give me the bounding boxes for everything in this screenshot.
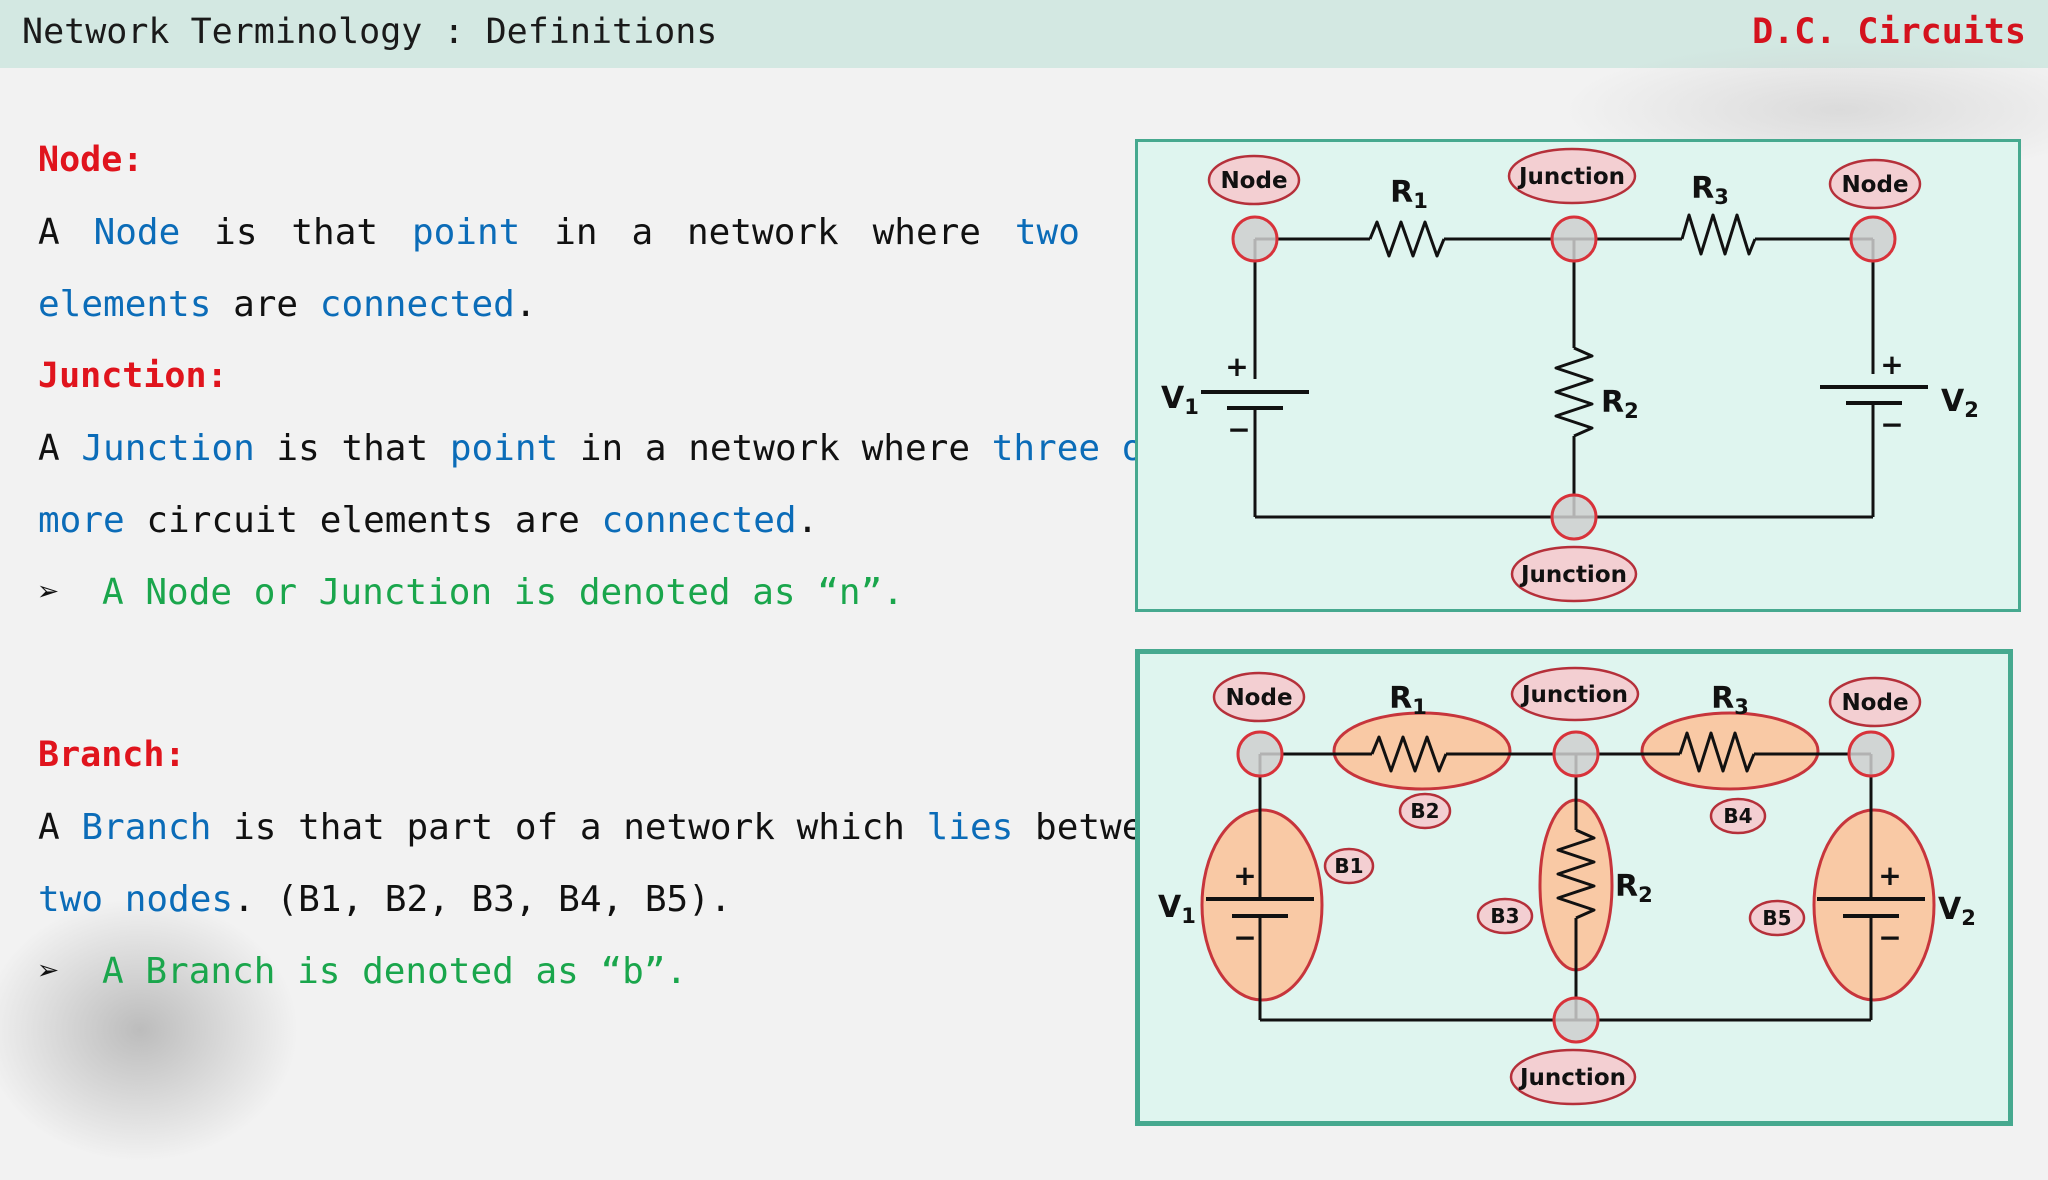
keyword: connected bbox=[319, 284, 515, 325]
branch-note: ➢ A Branch is denoted as “b”. bbox=[38, 951, 687, 992]
junction-definition-line-2: more circuit elements are connected. bbox=[38, 500, 818, 541]
node-label: Node bbox=[1220, 168, 1287, 194]
resistor-r1-label: R1 bbox=[1389, 681, 1427, 719]
branch-b1-label: B1 bbox=[1334, 854, 1363, 878]
text: are bbox=[211, 284, 320, 325]
resistor-r1-label: R1 bbox=[1390, 175, 1428, 213]
text: is that bbox=[254, 428, 450, 469]
branch-b1-highlight bbox=[1200, 808, 1324, 1002]
circuit-diagram-1: Node Junction Node Junction R1 R3 R2 V1 … bbox=[1161, 147, 1979, 603]
keyword: three or bbox=[991, 428, 1166, 469]
junction-marker bbox=[1552, 996, 1600, 1044]
source-v1-label: V1 bbox=[1158, 890, 1196, 928]
minus-sign: − bbox=[1233, 921, 1256, 954]
keyword: point bbox=[411, 212, 521, 253]
node-note: ➢ A Node or Junction is denoted as “n”. bbox=[38, 572, 904, 613]
page-title: Network Terminology : Definitions bbox=[22, 12, 718, 52]
node-label: Node bbox=[1225, 685, 1292, 711]
resistor-r3-label: R3 bbox=[1691, 171, 1729, 209]
plus-sign: + bbox=[1880, 348, 1903, 381]
junction-label: Junction bbox=[1518, 1065, 1626, 1091]
node-label: Node bbox=[1841, 690, 1908, 716]
source-v1-label: V1 bbox=[1161, 381, 1199, 419]
node-definition-line-1: A Node is that point in a network where … bbox=[38, 212, 1080, 253]
resistor-r2-label: R2 bbox=[1615, 869, 1653, 907]
keyword: two bbox=[1014, 212, 1080, 253]
source-v2-label: V2 bbox=[1941, 384, 1979, 422]
keyword: Junction bbox=[81, 428, 255, 469]
branch-heading: Branch: bbox=[38, 735, 186, 775]
junction-heading: Junction: bbox=[38, 356, 228, 396]
node-junction-diagram: Node Junction Node Junction R1 R3 R2 V1 … bbox=[1135, 139, 2021, 612]
text: is that part of a network which bbox=[211, 807, 927, 848]
word: A bbox=[38, 212, 60, 253]
source-v2-label: V2 bbox=[1938, 892, 1976, 930]
note-text: A Branch is denoted as “b”. bbox=[102, 951, 688, 992]
minus-sign: − bbox=[1880, 408, 1903, 441]
resistor-r2-label: R2 bbox=[1601, 385, 1639, 423]
plus-sign: + bbox=[1233, 859, 1256, 892]
keyword: lies bbox=[926, 807, 1014, 848]
plus-sign: + bbox=[1878, 859, 1901, 892]
node-definition-line-2: elements are connected. bbox=[38, 284, 537, 325]
branch-b5-highlight bbox=[1812, 808, 1936, 1002]
word: in bbox=[554, 212, 598, 253]
word: network bbox=[687, 212, 839, 253]
node-marker bbox=[1847, 730, 1895, 778]
text: A bbox=[38, 807, 82, 848]
plus-sign: + bbox=[1225, 350, 1248, 383]
node-marker bbox=[1849, 215, 1897, 263]
junction-label: Junction bbox=[1520, 682, 1628, 708]
keyword: Node bbox=[93, 212, 181, 253]
node-marker bbox=[1236, 730, 1284, 778]
word: that bbox=[291, 212, 379, 253]
branch-b2-label: B2 bbox=[1410, 799, 1439, 823]
keyword: two nodes bbox=[38, 879, 234, 920]
minus-sign: − bbox=[1227, 413, 1250, 446]
junction-marker bbox=[1550, 215, 1598, 263]
text: in a network where bbox=[558, 428, 992, 469]
branch-b3-label: B3 bbox=[1490, 904, 1519, 928]
junction-marker bbox=[1550, 493, 1598, 541]
keyword: more bbox=[38, 500, 125, 541]
node-label: Node bbox=[1841, 172, 1908, 198]
branch-definition-line-1: A Branch is that part of a network which… bbox=[38, 807, 1187, 848]
junction-label: Junction bbox=[1517, 164, 1625, 190]
word: a bbox=[631, 212, 654, 253]
circuit-diagram-2: Node Junction Node Junction B1 B2 B3 B4 … bbox=[1158, 666, 1976, 1106]
node-marker bbox=[1231, 215, 1279, 263]
background-smudge bbox=[0, 880, 320, 1180]
text: circuit elements are bbox=[124, 500, 602, 541]
text: . (B1, B2, B3, B4, B5). bbox=[233, 879, 732, 920]
keyword: elements bbox=[38, 284, 212, 325]
header-bar: Network Terminology : Definitions D.C. C… bbox=[0, 0, 2048, 68]
junction-definition-line-1: A Junction is that point in a network wh… bbox=[38, 428, 1165, 469]
word: is bbox=[214, 212, 258, 253]
resistor-r3-label: R3 bbox=[1711, 681, 1749, 719]
branch-definition-line-2: two nodes. (B1, B2, B3, B4, B5). bbox=[38, 879, 732, 920]
keyword: connected bbox=[601, 500, 797, 541]
arrow-bullet-icon: ➢ bbox=[38, 572, 60, 613]
word: where bbox=[872, 212, 981, 253]
branch-diagram: Node Junction Node Junction B1 B2 B3 B4 … bbox=[1135, 649, 2013, 1126]
text: A bbox=[38, 428, 82, 469]
branch-b5-label: B5 bbox=[1762, 906, 1791, 930]
note-text: A Node or Junction is denoted as “n”. bbox=[102, 572, 904, 613]
arrow-bullet-icon: ➢ bbox=[38, 951, 60, 992]
minus-sign: − bbox=[1878, 921, 1901, 954]
junction-marker bbox=[1552, 730, 1600, 778]
keyword: point bbox=[449, 428, 559, 469]
junction-label: Junction bbox=[1519, 562, 1627, 588]
branch-b4-label: B4 bbox=[1723, 804, 1752, 828]
node-heading: Node: bbox=[38, 140, 144, 180]
keyword: Branch bbox=[81, 807, 212, 848]
text: . bbox=[796, 500, 819, 541]
text: . bbox=[514, 284, 537, 325]
